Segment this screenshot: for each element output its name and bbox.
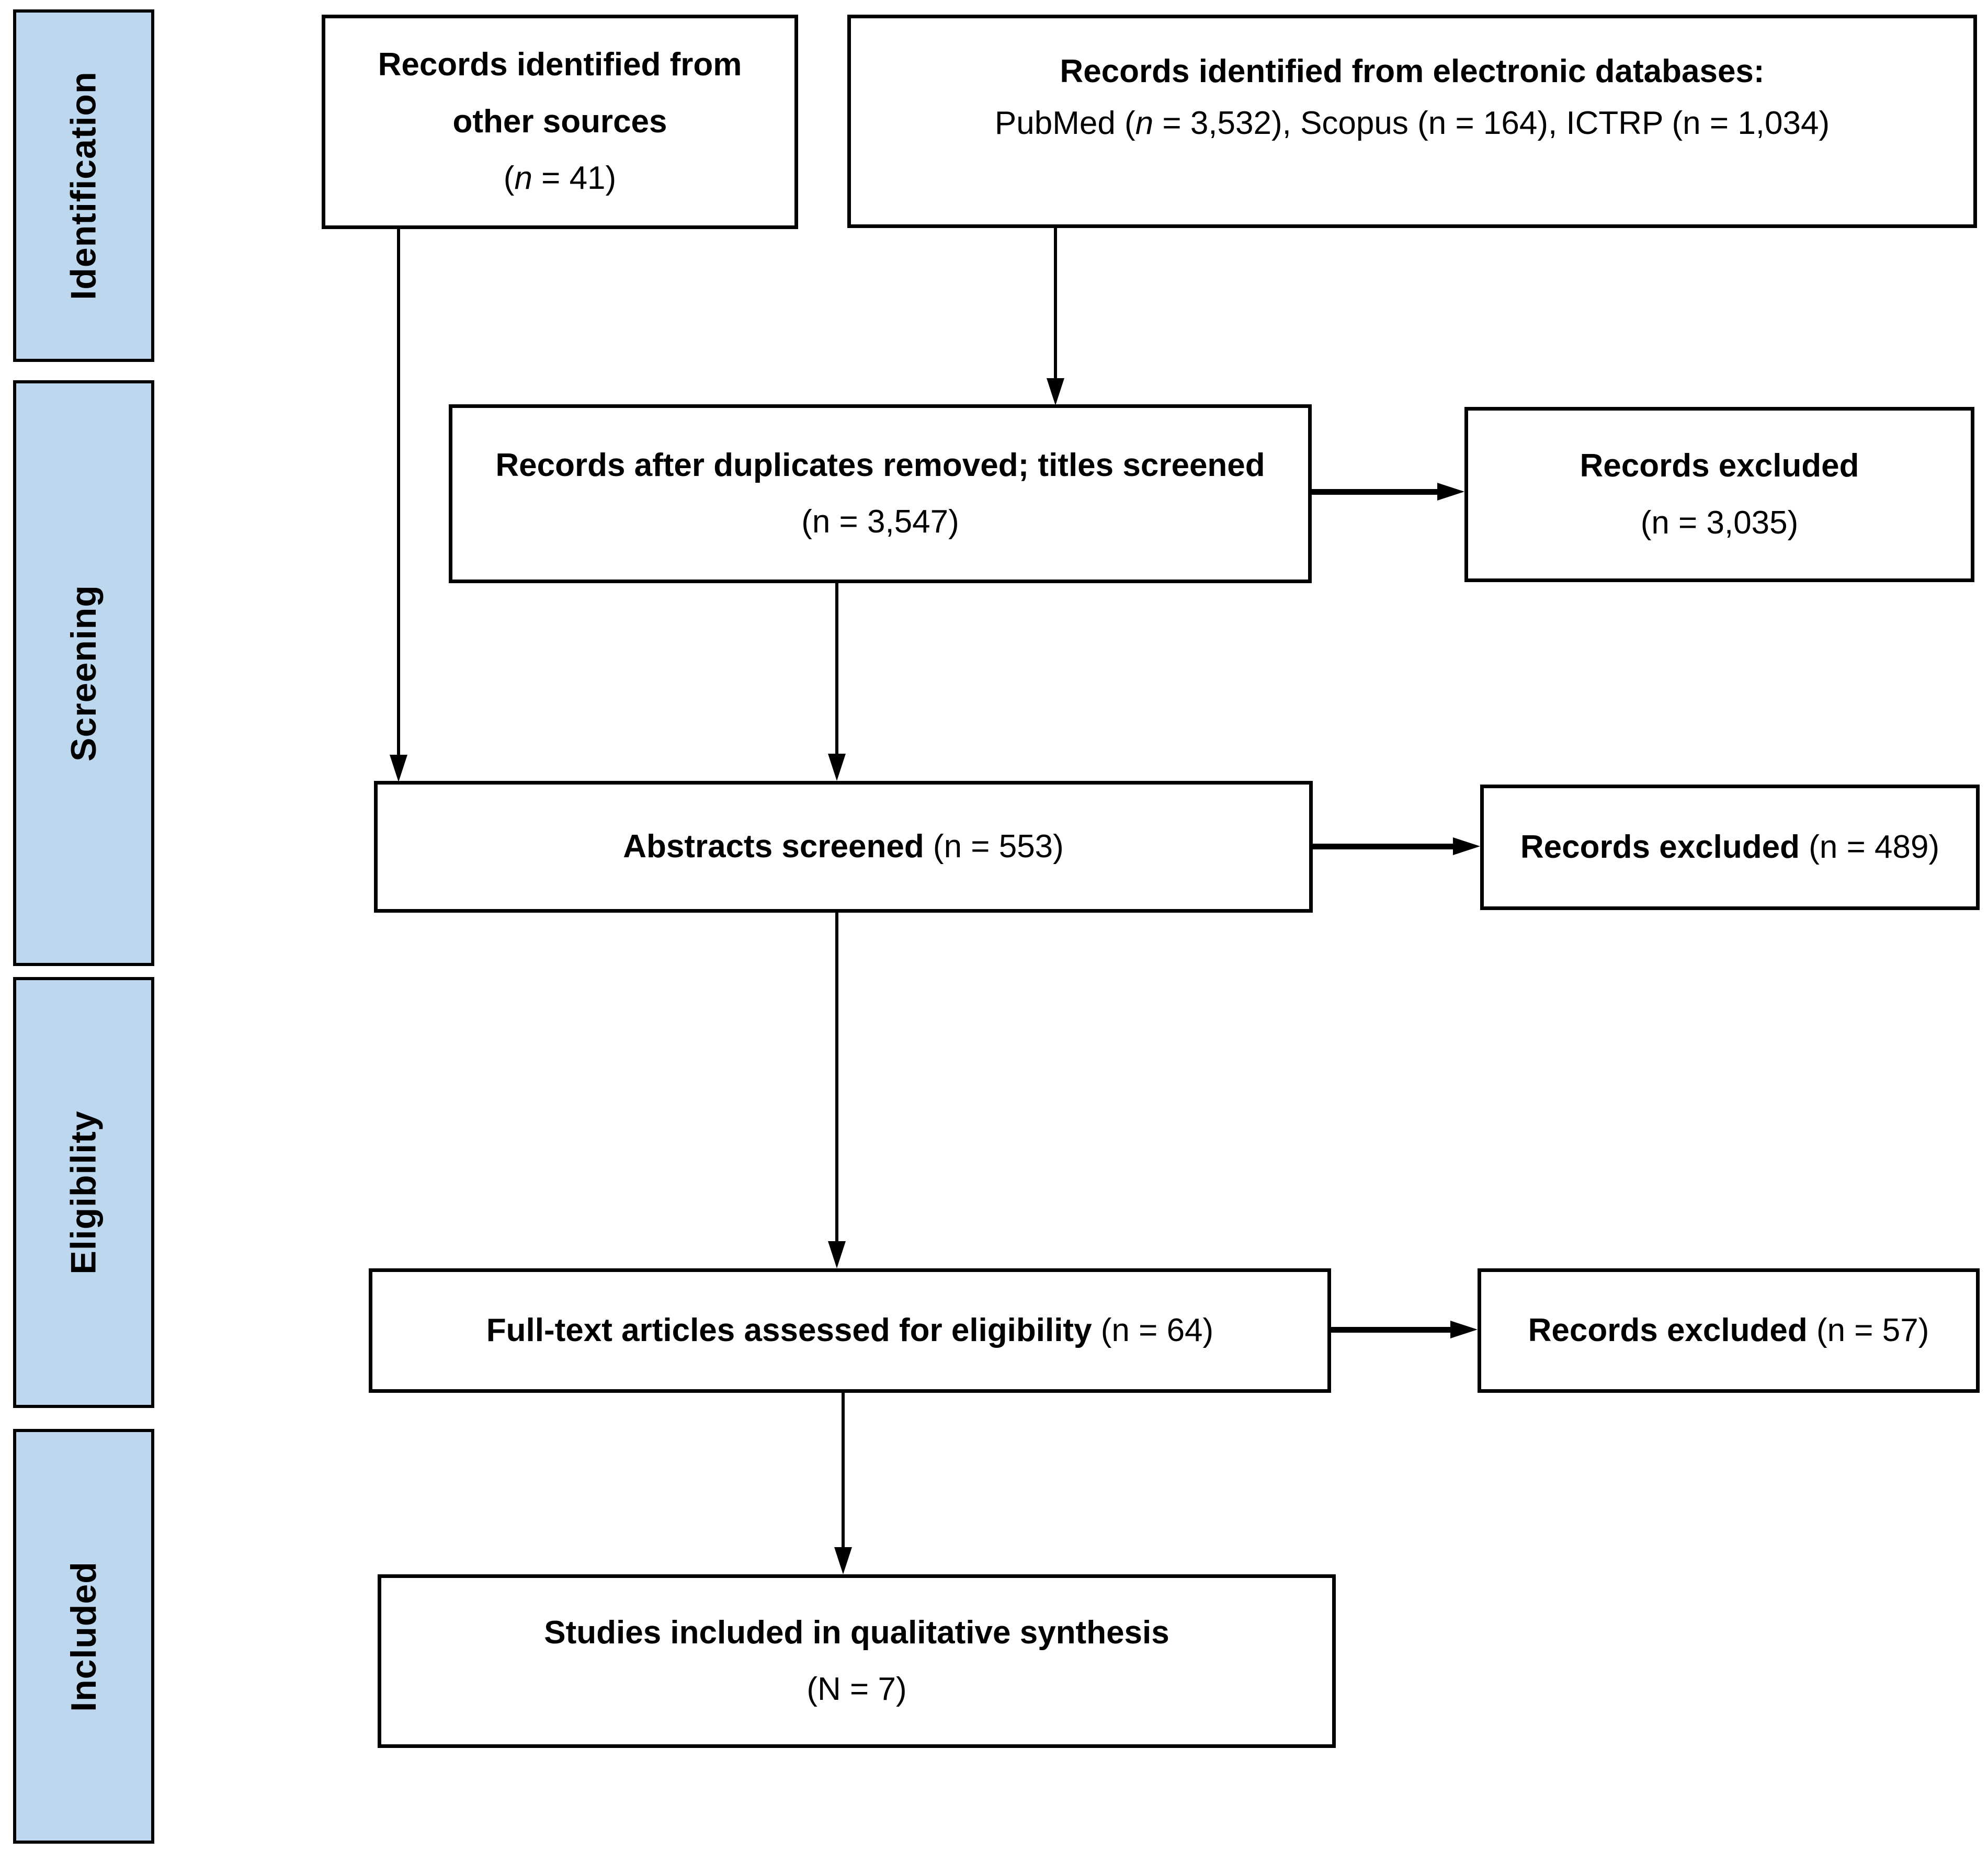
box-records-other-sources-title-line2: other sources (452, 103, 667, 140)
arrowhead-duplicates-to-abstracts-icon (828, 754, 846, 781)
box-studies-included-count: (N = 7) (806, 1671, 907, 1707)
stage-screening: Screening (13, 380, 154, 966)
box-duplicates-removed-title: Records after duplicates removed; titles… (495, 447, 1265, 483)
box-records-other-sources-title-line1: Records identified from (378, 47, 742, 83)
box-records-excluded-full-text-text: Records excluded (n = 57) (1528, 1302, 1929, 1359)
stage-screening-label: Screening (64, 585, 104, 762)
box-records-databases-title: Records identified from electronic datab… (1060, 53, 1765, 89)
connector-duplicates-to-abstracts (835, 582, 838, 755)
arrowhead-databases-to-duplicates-icon (1047, 378, 1064, 405)
connector-fulltext-to-excluded (1328, 1327, 1451, 1333)
box-records-excluded-full-text: Records excluded (n = 57) (1478, 1268, 1980, 1393)
box-records-databases: Records identified from electronic datab… (847, 15, 1977, 228)
box-records-excluded-abstracts-text: Records excluded (n = 489) (1520, 819, 1939, 876)
box-full-text-assessed-count: (n = 64) (1100, 1312, 1214, 1348)
box-abstracts-screened-title: Abstracts screened (623, 828, 924, 865)
connector-duplicates-to-excluded (1310, 489, 1438, 495)
arrowhead-abstracts-to-fulltext-icon (828, 1241, 846, 1268)
box-records-excluded-abstracts: Records excluded (n = 489) (1480, 785, 1980, 910)
box-abstracts-screened-count: (n = 553) (933, 828, 1064, 865)
stage-eligibility-label: Eligibility (64, 1110, 104, 1275)
box-abstracts-screened: Abstracts screened (n = 553) (374, 781, 1313, 913)
box-records-excluded-titles-title: Records excluded (1580, 448, 1859, 484)
stage-included: Included (13, 1429, 154, 1844)
box-full-text-assessed: Full-text articles assessed for eligibil… (369, 1268, 1331, 1393)
arrowhead-fulltext-to-included-icon (834, 1547, 852, 1574)
arrowhead-fulltext-to-excluded-icon (1450, 1321, 1478, 1338)
box-records-excluded-full-text-title: Records excluded (1528, 1312, 1808, 1348)
box-records-databases-detail: PubMed (n = 3,532), Scopus (n = 164), IC… (994, 105, 1830, 142)
box-records-other-sources-count: (n = 41) (503, 160, 617, 197)
stage-eligibility: Eligibility (13, 977, 154, 1408)
box-records-excluded-abstracts-title: Records excluded (1520, 828, 1800, 865)
stage-identification-label: Identification (64, 71, 104, 300)
arrowhead-duplicates-to-excluded-icon (1437, 483, 1464, 501)
connector-other-sources-to-abstracts (397, 229, 400, 756)
box-full-text-assessed-title: Full-text articles assessed for eligibil… (486, 1312, 1092, 1348)
box-studies-included-title: Studies included in qualitative synthesi… (544, 1614, 1169, 1651)
box-records-excluded-titles-count: (n = 3,035) (1640, 504, 1799, 541)
arrowhead-other-sources-to-abstracts-icon (390, 755, 407, 782)
stage-identification: Identification (13, 9, 154, 362)
box-full-text-assessed-text: Full-text articles assessed for eligibil… (486, 1302, 1213, 1359)
box-duplicates-removed-count: (n = 3,547) (801, 504, 959, 540)
connector-abstracts-to-excluded (1313, 844, 1454, 849)
connector-fulltext-to-included (842, 1390, 845, 1548)
box-records-excluded-abstracts-count: (n = 489) (1809, 828, 1940, 865)
box-studies-included: Studies included in qualitative synthesi… (378, 1574, 1336, 1748)
connector-databases-to-duplicates (1054, 226, 1057, 379)
stage-included-label: Included (64, 1561, 104, 1712)
box-records-excluded-full-text-count: (n = 57) (1816, 1312, 1929, 1348)
box-records-excluded-titles: Records excluded (n = 3,035) (1464, 407, 1974, 582)
box-records-other-sources: Records identified from other sources (n… (322, 15, 798, 229)
box-abstracts-screened-text: Abstracts screened (n = 553) (623, 819, 1064, 876)
connector-abstracts-to-fulltext (835, 911, 838, 1241)
arrowhead-abstracts-to-excluded-icon (1453, 837, 1480, 855)
box-duplicates-removed: Records after duplicates removed; titles… (449, 404, 1312, 583)
